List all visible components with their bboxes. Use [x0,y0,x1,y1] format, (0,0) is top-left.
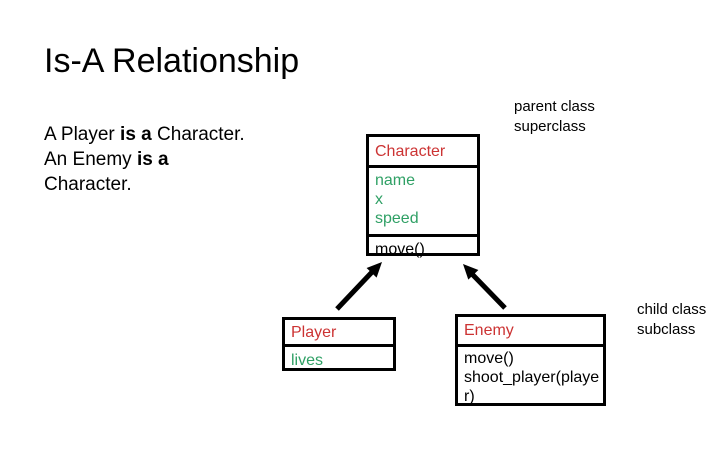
child-class-label-line2: subclass [637,321,696,338]
intro-line3-pre: Character. [44,174,132,195]
intro-line2-pre: An Enemy [44,149,137,170]
intro-line1-bold: is a [120,124,152,145]
player-to-character-arrow [335,262,382,311]
player-attributes: lives [285,344,393,371]
character-class-name: Character [375,143,446,160]
enemy-class-name: Enemy [464,322,514,339]
child-class-label: child class subclass [637,300,706,340]
intro-line1-post: Character. [151,124,245,145]
method-move: move() [464,350,514,367]
page-title: Is-A Relationship [44,42,300,80]
attribute-lives: lives [291,352,324,369]
attribute-speed: speed [375,210,419,227]
intro-line: A Player is a Character. [44,122,245,147]
parent-class-label-line1: parent class [514,98,595,115]
attribute-name: name [375,172,416,189]
character-attributes: name x speed [369,165,477,234]
character-methods: move() [369,234,477,259]
enemy-to-character-arrow [463,264,507,310]
uml-class-character: Character name x speed move() [366,134,480,259]
intro-line: Character. [44,172,245,197]
attribute-x: x [375,191,383,208]
parent-class-label-line2: superclass [514,118,586,135]
intro-line2-bold: is a [136,149,169,170]
parent-class-label: parent class superclass [514,97,595,137]
uml-class-enemy: Enemy move() shoot_player(player) [455,314,606,406]
player-class-name: Player [291,324,337,341]
intro-text: A Player is a Character. An Enemy is a C… [44,122,245,197]
method-move: move() [375,241,425,258]
enemy-methods: move() shoot_player(player) [458,344,603,406]
uml-class-player: Player lives [282,317,396,371]
intro-line1-pre: A Player [44,124,121,145]
child-class-label-line1: child class [637,301,707,318]
method-shoot-player: shoot_player(player) [464,369,600,405]
intro-line: An Enemy is a [44,147,245,172]
